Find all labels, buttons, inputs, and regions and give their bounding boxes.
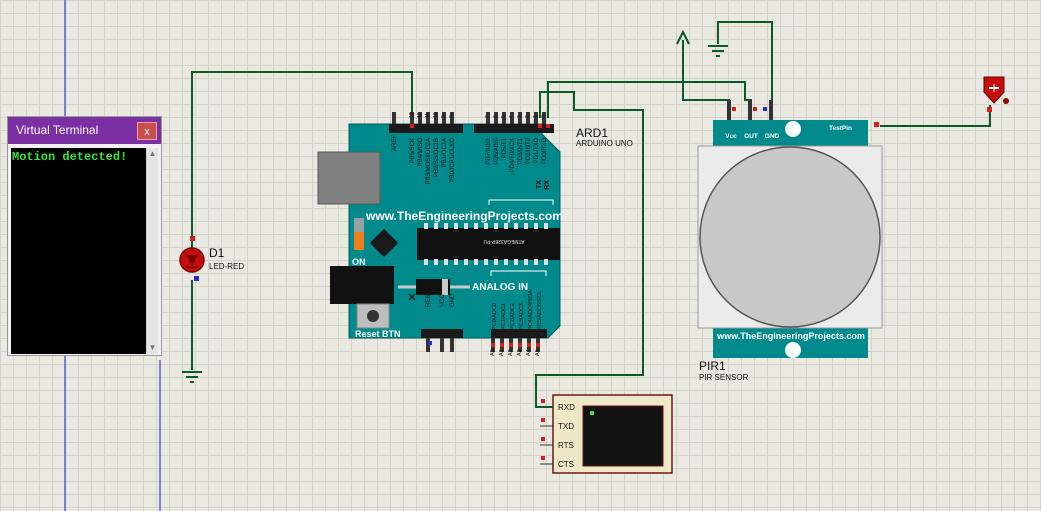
arduino-value-label: ARDUINO UNO (576, 139, 633, 148)
pin-number-10: 10 (433, 112, 439, 118)
arduino-digital-pins[interactable] (392, 112, 550, 128)
power-arrow-icon (676, 29, 690, 45)
terminal-output-text: Motion detected! (12, 150, 128, 164)
terminal-scrollbar[interactable]: ▲ ▼ (146, 148, 158, 354)
arduino-board[interactable] (317, 123, 561, 339)
serial-terminal[interactable] (536, 394, 673, 474)
pir-sensor[interactable] (697, 100, 883, 358)
gnd-pin-label: GND (450, 293, 456, 307)
digital-pin-names: PB5/SCK PB4/MISO PB3/MOSI/OC2A PB2/SS/OC… (410, 137, 548, 184)
arduino-analog-label: ANALOG IN (472, 282, 528, 293)
pin-name-pb4: PB4/MISO (418, 138, 424, 167)
virtual-terminal-window[interactable]: Virtual Terminal x Motion detected! ▲ ▼ (7, 116, 162, 356)
pin-name-pb1: PB1/OC1A (442, 138, 448, 167)
cts-label: CTS (558, 460, 574, 469)
pin-number-a4: A4 (526, 349, 532, 356)
pir-website-text: www.TheEngineeringProjects.com (716, 331, 865, 341)
pin-name-pd2: PD2/INT0 (526, 137, 532, 164)
pin-number-7: 7 (485, 115, 491, 118)
pin-number-5: 5 (501, 115, 507, 118)
power-pin-labels: RESET VCC GND (426, 287, 456, 307)
vcc-pin-label: VCC (440, 294, 446, 307)
pin-number-3: 3 (517, 115, 523, 118)
pin-name-pd5: PD5/T1 (502, 137, 508, 158)
pin-name-pd0: PD0/RXD (542, 137, 548, 164)
pin-name-pd7: PD7/AIN1 (486, 137, 492, 164)
pir-vcc-label: Vcc (725, 133, 737, 140)
pin-number-a0: A0 (490, 349, 496, 356)
pin-name-pb3: PB3/MOSI/OC2A (426, 138, 432, 184)
reset-pin-label: RESET (426, 287, 432, 307)
pin-number-a5: A5 (535, 349, 541, 356)
pin-number-a2: A2 (508, 349, 514, 356)
pin-name-pc0: PC0/ADC0 (492, 303, 498, 330)
rxd-label: RXD (558, 403, 575, 412)
pin-name-pd4: PD4/T0/XCK (510, 138, 516, 172)
pin-name-pb5: PB5/SCK (410, 138, 416, 163)
scroll-up-icon[interactable]: ▲ (148, 149, 157, 158)
tx-label: TX (536, 180, 543, 189)
pin-number-4: 4 (509, 115, 515, 118)
led-d1[interactable] (179, 236, 205, 281)
pin-number-11: 11 (425, 113, 431, 118)
ground-symbol-pir (708, 45, 728, 57)
arduino-website-text: www.TheEngineeringProjects.com (365, 209, 563, 223)
arduino-reset-label: Reset BTN (355, 329, 401, 339)
pin-number-1: 1 (533, 115, 539, 118)
pin-name-pd1: PD1/TXD (534, 137, 540, 163)
pin-name-pc1: PC1/ADC1 (501, 303, 507, 330)
led-value-label: LED-RED (209, 262, 244, 271)
pin-number-8: 8 (449, 115, 455, 118)
pin-number-12: 12 (417, 112, 423, 118)
txd-label: TXD (558, 422, 574, 431)
pir-out-label: OUT (744, 133, 758, 140)
pin-number-13: 13 (409, 112, 415, 118)
arduino-ref-label: ARD1 (576, 126, 608, 140)
arduino-on-label: ON (352, 257, 366, 267)
rts-label: RTS (558, 441, 574, 450)
pir-testpin-label: TestPin (829, 125, 852, 132)
scroll-down-icon[interactable]: ▼ (148, 343, 157, 352)
pin-name-pc5: PC5/ADC5/SCL (537, 291, 543, 330)
virtual-terminal-title[interactable]: Virtual Terminal (8, 117, 161, 144)
close-button[interactable]: x (137, 122, 157, 140)
arduino-chip-text: ATMEGA328P-PU (483, 238, 524, 244)
pin-name-pb0: PB0/ICP1/CLKO (450, 138, 456, 183)
pin-number-a1: A1 (499, 349, 505, 356)
digital-pin-numbers: 13 12 11 10 9 8 7 6 5 4 3 2 1 0 (409, 112, 547, 118)
pin-name-pc2: PC2/ADC2 (510, 303, 516, 330)
pin-number-9: 9 (441, 115, 447, 118)
pin-name-pc3: PC3/ADC3 (519, 303, 525, 330)
analog-pin-labels: PC0/ADC0 PC1/ADC1 PC2/ADC2 PC3/ADC3 PC4/… (490, 290, 543, 356)
pin-number-6: 6 (493, 115, 499, 118)
ground-symbol-led (182, 371, 202, 383)
pin-name-pc4: PC4/ADC4/SDA (528, 290, 534, 330)
pir-value-label: PIR SENSOR (699, 373, 749, 382)
pir-gnd-label: GND (765, 133, 780, 140)
arduino-aref-label: AREF (392, 135, 398, 151)
logic-probe[interactable] (983, 76, 1009, 112)
terminal-output[interactable]: Motion detected! (11, 148, 148, 354)
pin-name-pb2: PB2/SS/OC1B (434, 138, 440, 177)
led-ref-label: D1 (209, 246, 225, 260)
arduino-bottom-pins[interactable] (426, 338, 540, 352)
pir-ref-label: PIR1 (699, 359, 726, 373)
pin-number-2: 2 (525, 115, 531, 118)
pin-name-pd3: PD3/INT1 (518, 137, 524, 164)
pin-number-0: 0 (541, 115, 547, 118)
pin-name-pd6: PD6/AIN0 (494, 137, 500, 164)
pin-number-a3: A3 (517, 349, 523, 356)
rx-label: RX (544, 180, 551, 190)
